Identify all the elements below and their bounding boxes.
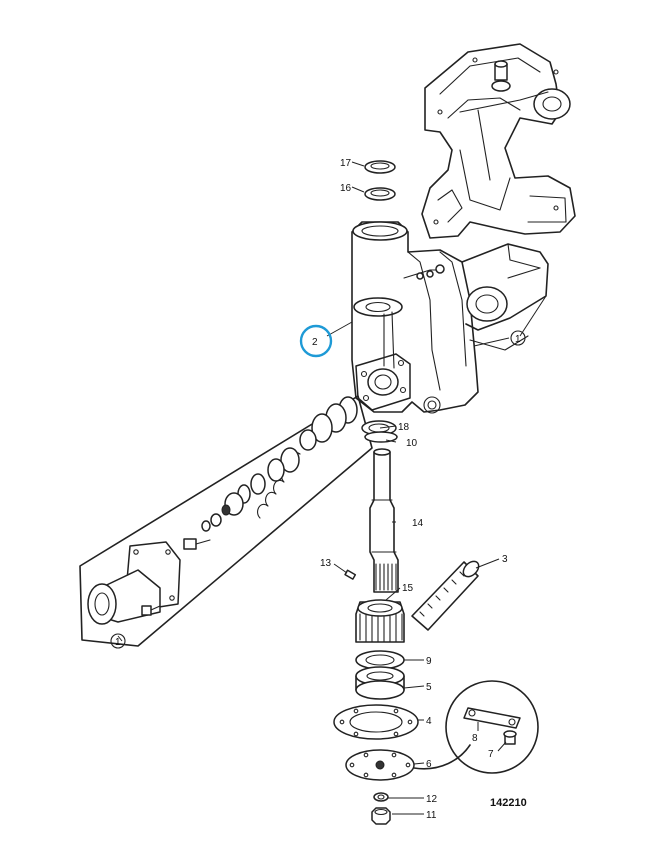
highlight-circle[interactable] [299,324,333,358]
mounting-bracket [421,43,576,239]
cover-plate [345,744,471,781]
ref-label-right: 1 [515,334,521,345]
valve-spool-assembly [201,396,358,532]
label-2: 2 [312,337,318,348]
label-3: 3 [502,554,508,565]
part-labels: 17 16 2 18 10 14 13 15 3 9 5 4 8 7 6 12 … [312,158,508,821]
label-15: 15 [402,583,414,594]
ref-circle-right [510,330,526,346]
gasket [333,704,419,740]
leader-lines [117,161,547,815]
label-10: 10 [406,438,418,449]
label-18: 18 [398,422,410,433]
label-5: 5 [426,682,432,693]
label-16: 16 [340,183,352,194]
seal-rings-17-16 [364,160,396,201]
drawing-number: 142210 [490,797,527,809]
label-8: 8 [472,733,478,744]
label-9: 9 [426,656,432,667]
ref-label-left: 1 [115,637,121,648]
reference-markers: 1 1 [110,330,526,649]
label-14: 14 [412,518,424,529]
pin-13 [344,569,357,580]
label-7: 7 [488,749,494,760]
label-13: 13 [320,558,332,569]
detail-inset [445,680,539,774]
label-12: 12 [426,794,438,805]
bearing-and-cup [355,650,405,700]
steering-housing [351,221,479,414]
label-6: 6 [426,759,432,770]
washer-and-nut [371,792,391,825]
pinion-gear [355,599,405,643]
label-4: 4 [426,716,432,727]
label-17: 17 [340,158,352,169]
steering-shaft [361,420,399,593]
right-ram-cylinder [461,243,549,351]
ref-circle-left [110,633,126,649]
label-11: 11 [426,810,437,821]
rack-bar [411,560,480,631]
